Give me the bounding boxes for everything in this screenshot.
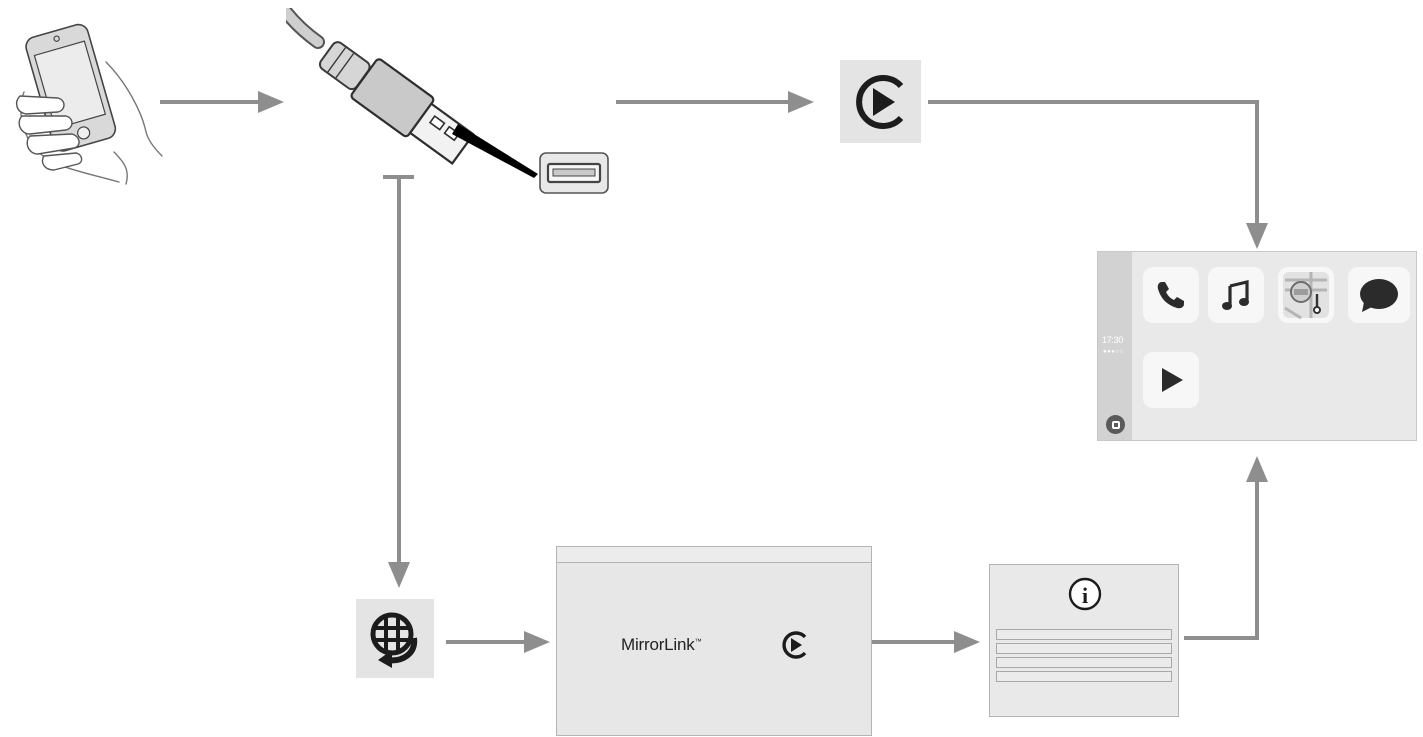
- mirrorlink-logo: MirrorLink™: [621, 635, 702, 655]
- info-row[interactable]: [996, 643, 1172, 654]
- arrowhead-6: [954, 631, 980, 653]
- phone-icon: [1157, 282, 1184, 309]
- edge-carplay-to-screen: [928, 100, 1259, 228]
- arrowhead-5: [524, 631, 550, 653]
- music-note-icon: [1222, 279, 1249, 310]
- carplay-app-maps[interactable]: [1278, 267, 1334, 323]
- globe-connect-tile[interactable]: [356, 599, 434, 678]
- carplay-home-screen: 17:30 ●●●○○: [1097, 251, 1417, 441]
- carplay-signal: ●●●○○: [1103, 349, 1124, 355]
- info-panel: i: [989, 564, 1179, 717]
- usb-port-icon: [539, 152, 609, 194]
- smartphone-in-hand-icon: [15, 23, 163, 185]
- carplay-icon-tile[interactable]: [840, 60, 921, 143]
- mirrorlink-logo-tm: ™: [694, 638, 702, 646]
- info-row[interactable]: [996, 671, 1172, 682]
- carplay-home-button[interactable]: [1106, 415, 1125, 434]
- carplay-play-icon: [855, 74, 903, 129]
- arrowhead-3: [1246, 223, 1268, 249]
- info-row[interactable]: [996, 629, 1172, 640]
- usb-plug-icon: [286, 8, 538, 178]
- edge-info-to-screen: [1184, 478, 1259, 640]
- carplay-sidebar: 17:30 ●●●○○: [1098, 252, 1132, 440]
- mirrorlink-logo-text: MirrorLink: [621, 635, 695, 654]
- mirrorlink-window: MirrorLink™: [556, 546, 872, 736]
- globe-connect-icon: [370, 612, 418, 668]
- carplay-app-phone[interactable]: [1143, 267, 1199, 323]
- maps-icon: [1283, 272, 1329, 320]
- mirrorlink-play-icon[interactable]: [779, 629, 811, 661]
- carplay-clock: 17:30: [1102, 335, 1124, 345]
- play-icon: [1162, 368, 1183, 392]
- speech-bubble-icon: [1360, 279, 1398, 312]
- mirrorlink-titlebar: [557, 547, 871, 563]
- arrowhead-4: [388, 562, 410, 588]
- info-row[interactable]: [996, 657, 1172, 668]
- info-symbol: i: [1082, 583, 1088, 608]
- arrowhead-2: [788, 91, 814, 113]
- arrowhead-7: [1246, 456, 1268, 482]
- info-icon: i: [1068, 577, 1102, 611]
- carplay-app-music[interactable]: [1208, 267, 1264, 323]
- arrowhead-1: [258, 91, 284, 113]
- carplay-app-messages[interactable]: [1348, 267, 1410, 323]
- carplay-app-play[interactable]: [1143, 352, 1199, 408]
